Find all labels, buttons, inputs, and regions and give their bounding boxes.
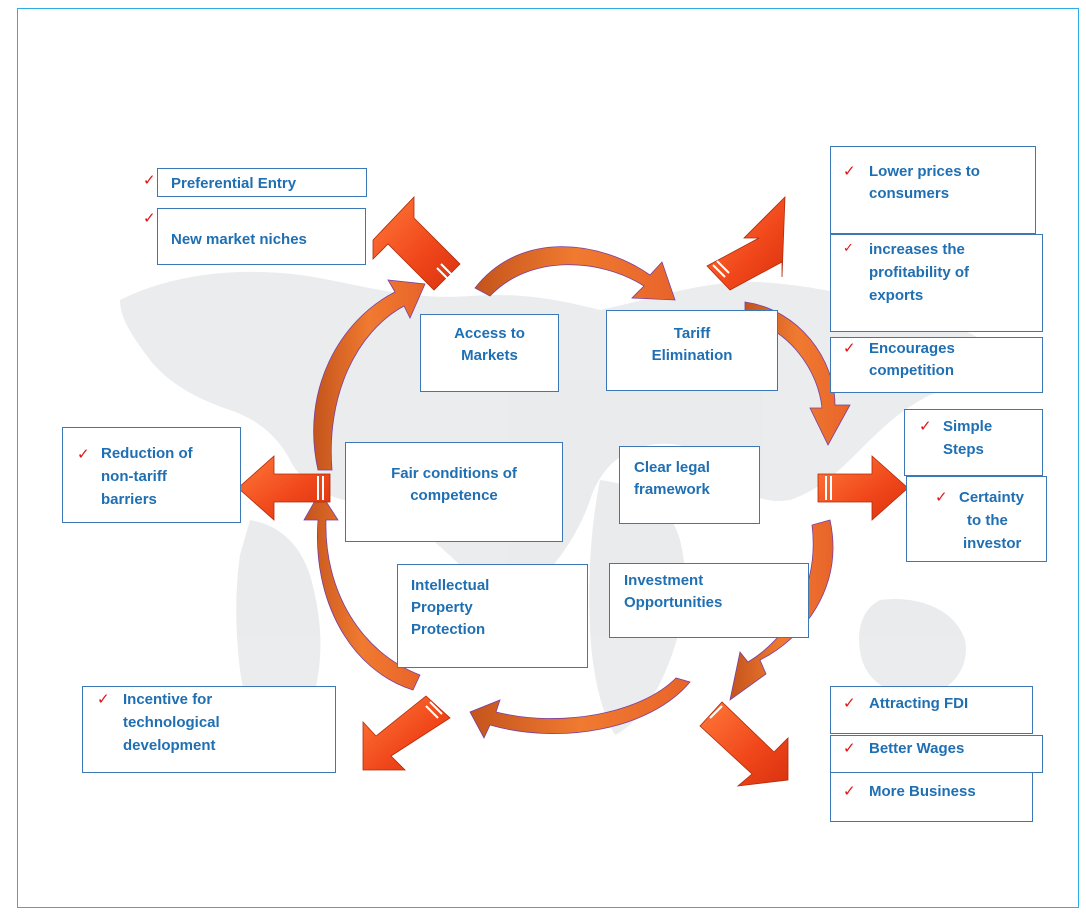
center-box-label-line: Property <box>411 599 473 616</box>
block-arrows <box>237 195 909 787</box>
outcome-label-line: investor <box>963 535 1022 552</box>
curve-arrow-left-upper <box>313 279 426 471</box>
center-box-clear-legal-framework: Clear legal framework <box>619 446 760 524</box>
check-icon: ✓ <box>843 339 856 357</box>
center-box-label-line: Protection <box>411 621 486 638</box>
outcome-label: New market niches <box>171 231 307 248</box>
check-icon: ✓ <box>843 694 856 712</box>
center-box-intellectual-property: Intellectual Property Protection <box>397 564 588 668</box>
outcome-label: Better Wages <box>869 740 965 757</box>
center-box-label-line: Opportunities <box>624 594 723 611</box>
curve-arrow-right-upper <box>744 301 851 446</box>
center-box-label-line: Intellectual <box>411 577 490 594</box>
check-icon: ✓ <box>143 209 156 227</box>
center-box-label-line: Elimination <box>651 347 733 364</box>
outcome-new-market-niches: New market niches <box>157 208 366 265</box>
check-icon: ✓ <box>843 782 856 800</box>
check-icon: ✓ <box>919 417 932 435</box>
outcome-encourages-competition: ✓ Encourages competition <box>830 337 1043 393</box>
outcome-incentive-technological-development: ✓ Incentive for technological developmen… <box>82 686 336 773</box>
outcome-label-line: consumers <box>869 185 950 202</box>
center-box-investment-opportunities: Investment Opportunities <box>609 563 809 638</box>
check-icon: ✓ <box>77 445 90 463</box>
outcome-label-line: Incentive for <box>123 691 213 708</box>
cycle-curved-arrows <box>303 246 851 739</box>
outcome-preferential-entry: Preferential Entry <box>157 168 367 197</box>
outcome-label-line: increases the <box>869 241 965 258</box>
outcome-label-line: Simple <box>943 418 993 435</box>
outcome-label-line: Lower prices to <box>869 163 980 180</box>
center-box-fair-conditions: Fair conditions of competence <box>345 442 563 542</box>
outcome-label-line: Certainty <box>959 489 1025 506</box>
check-icon: ✓ <box>843 739 856 757</box>
outcome-label-line: to the <box>967 512 1008 529</box>
arrow-up-right <box>706 195 786 291</box>
center-box-label-line: Clear legal <box>634 459 710 476</box>
outcome-label-line: Encourages <box>869 340 955 357</box>
outcome-label-line: Reduction of <box>101 445 193 462</box>
outcome-label-line: exports <box>869 287 924 304</box>
outcome-profitability-of-exports: ✓ increases the profitability of exports <box>830 234 1043 332</box>
outcome-label: Preferential Entry <box>171 175 297 192</box>
outcome-label-line: barriers <box>101 491 157 508</box>
outcome-attracting-fdi: ✓ Attracting FDI <box>830 686 1033 734</box>
arrow-down-right <box>699 701 789 787</box>
outcome-label-line: profitability of <box>869 264 969 281</box>
center-box-access-to-markets: Access to Markets <box>420 314 559 392</box>
outcome-simple-steps: ✓ Simple Steps <box>904 409 1043 476</box>
outcome-more-business: ✓ More Business <box>830 772 1033 822</box>
outcome-lower-prices: ✓ Lower prices to consumers <box>830 146 1036 234</box>
center-box-label-line: Investment <box>624 572 704 589</box>
check-icon: ✓ <box>843 162 856 180</box>
outcome-label: More Business <box>869 783 976 800</box>
curve-arrow-top <box>474 246 676 301</box>
center-box-label-line: competence <box>410 487 498 504</box>
outcome-label: Attracting FDI <box>869 695 969 712</box>
center-box-label-line: Markets <box>461 347 518 364</box>
arrow-down-left <box>362 695 451 771</box>
center-box-label-line: framework <box>634 481 710 498</box>
check-icon: ✓ <box>143 171 156 189</box>
outcome-label-line: competition <box>869 362 954 379</box>
check-icon: ✓ <box>97 690 110 708</box>
outcome-label-line: development <box>123 737 216 754</box>
center-box-label-line: Tariff <box>673 325 711 342</box>
outcome-certainty-to-investor: ✓ Certainty to the investor <box>906 476 1047 562</box>
arrow-left <box>237 455 331 521</box>
outcome-label-line: non-tariff <box>101 468 167 485</box>
curve-arrow-bottom <box>469 677 691 739</box>
center-box-tariff-elimination: Tariff Elimination <box>606 310 778 391</box>
outcome-reduction-non-tariff-barriers: ✓ Reduction of non-tariff barriers <box>62 427 241 523</box>
outcome-label-line: Steps <box>943 441 984 458</box>
outcome-label-line: technological <box>123 714 220 731</box>
arrow-up-left <box>372 196 461 291</box>
outcome-better-wages: ✓ Better Wages <box>830 735 1043 773</box>
arrow-right <box>817 455 909 521</box>
check-icon: ✓ <box>843 241 854 256</box>
check-icon: ✓ <box>935 488 948 506</box>
center-box-label-line: Access to <box>454 325 525 342</box>
center-box-label-line: Fair conditions of <box>391 465 517 482</box>
